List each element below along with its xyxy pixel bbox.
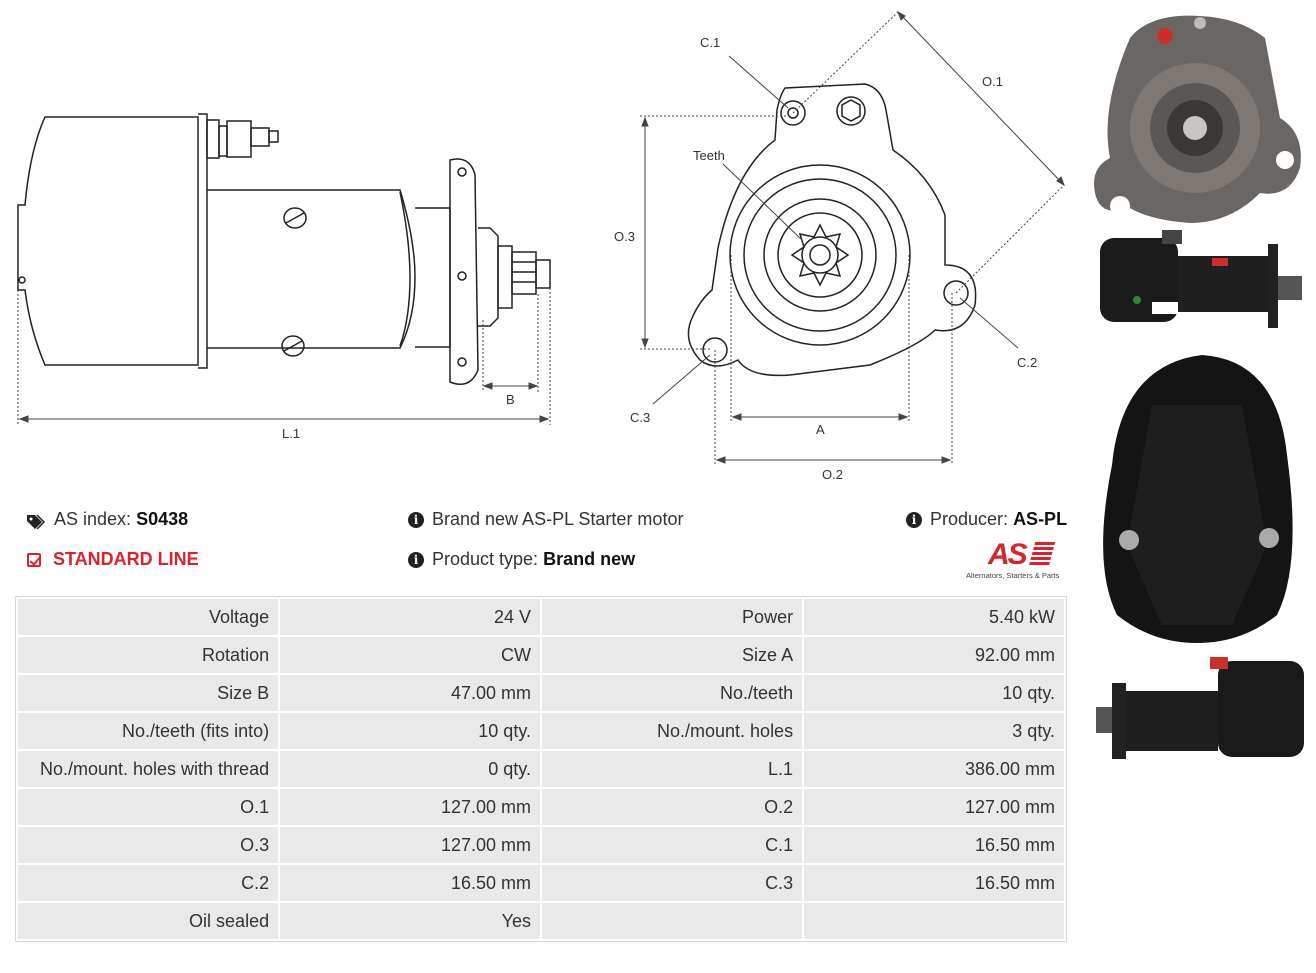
spec-value: 16.50 mm bbox=[804, 827, 1064, 863]
label-a: A bbox=[816, 422, 825, 437]
info-icon: i bbox=[408, 511, 424, 528]
spec-value bbox=[804, 903, 1064, 939]
label-o2: O.2 bbox=[822, 467, 843, 482]
as-index: AS index: S0438 bbox=[27, 509, 188, 530]
table-row: No./teeth (fits into)10 qty.No./mount. h… bbox=[18, 713, 1064, 749]
spec-label: C.2 bbox=[18, 865, 279, 901]
product-photo-rear bbox=[1103, 355, 1293, 643]
spec-label: O.3 bbox=[18, 827, 279, 863]
description: i Brand new AS-PL Starter motor bbox=[408, 509, 683, 530]
spec-value: 10 qty. bbox=[804, 675, 1064, 711]
spec-value: 127.00 mm bbox=[280, 789, 540, 825]
spec-value: 92.00 mm bbox=[804, 637, 1064, 673]
producer: i Producer: AS-PL bbox=[906, 509, 1067, 530]
spec-value: 3 qty. bbox=[804, 713, 1064, 749]
as-index-label: AS index: bbox=[54, 509, 132, 529]
spec-label: No./teeth (fits into) bbox=[18, 713, 279, 749]
product-photo-front bbox=[1094, 15, 1301, 223]
label-o1: O.1 bbox=[982, 74, 1003, 89]
spec-label: No./mount. holes bbox=[541, 713, 803, 749]
spec-label: O.2 bbox=[541, 789, 803, 825]
spec-label: L.1 bbox=[541, 751, 803, 787]
producer-value: AS-PL bbox=[1013, 509, 1068, 529]
product-type-label: Product type: bbox=[432, 549, 539, 569]
as-index-value: S0438 bbox=[136, 509, 189, 529]
spec-value: 127.00 mm bbox=[280, 827, 540, 863]
spec-label: Size B bbox=[18, 675, 279, 711]
checkbox-icon bbox=[27, 552, 41, 567]
label-c1: C.1 bbox=[700, 35, 720, 50]
standard-line: STANDARD LINE bbox=[27, 549, 199, 570]
spec-value: 47.00 mm bbox=[280, 675, 540, 711]
technical-drawing: L.1 B bbox=[17, 10, 1065, 482]
standard-line-label: STANDARD LINE bbox=[53, 549, 199, 569]
spec-label: Size A bbox=[541, 637, 803, 673]
spec-value: CW bbox=[280, 637, 540, 673]
as-pl-logo: AS Alternators, Starters & Parts bbox=[966, 538, 1066, 585]
label-c3: C.3 bbox=[630, 410, 650, 425]
spec-label bbox=[541, 903, 803, 939]
logo-tagline: Alternators, Starters & Parts bbox=[966, 571, 1060, 580]
product-photo-side-alt bbox=[1096, 657, 1304, 759]
spec-value: Yes bbox=[280, 903, 540, 939]
spec-value: 5.40 kW bbox=[804, 599, 1064, 635]
tag-icon bbox=[27, 513, 46, 530]
spec-label: C.3 bbox=[541, 865, 803, 901]
label-o3: O.3 bbox=[614, 229, 635, 244]
spec-label: C.1 bbox=[541, 827, 803, 863]
spec-value: 24 V bbox=[280, 599, 540, 635]
description-text: Brand new AS-PL Starter motor bbox=[432, 509, 684, 529]
spec-value: 386.00 mm bbox=[804, 751, 1064, 787]
spec-value: 127.00 mm bbox=[804, 789, 1064, 825]
spec-label: O.1 bbox=[18, 789, 279, 825]
product-type-value: Brand new bbox=[543, 549, 636, 569]
product-type: i Product type: Brand new bbox=[408, 549, 635, 570]
label-teeth: Teeth bbox=[693, 148, 725, 163]
spec-label: No./mount. holes with thread bbox=[18, 751, 279, 787]
spec-label: Rotation bbox=[18, 637, 279, 673]
spec-value: 10 qty. bbox=[280, 713, 540, 749]
spec-value: 0 qty. bbox=[280, 751, 540, 787]
product-photo-side bbox=[1100, 230, 1302, 328]
logo-mark: AS bbox=[988, 538, 1028, 571]
spec-label: Voltage bbox=[18, 599, 279, 635]
info-icon: i bbox=[408, 551, 424, 568]
spec-label: Oil sealed bbox=[18, 903, 279, 939]
spec-label: Power bbox=[541, 599, 803, 635]
producer-label: Producer: bbox=[930, 509, 1009, 529]
spec-label: No./teeth bbox=[541, 675, 803, 711]
label-l1: L.1 bbox=[282, 426, 300, 441]
spec-value: 16.50 mm bbox=[280, 865, 540, 901]
label-b: B bbox=[506, 392, 515, 407]
spec-value: 16.50 mm bbox=[804, 865, 1064, 901]
label-c2: C.2 bbox=[1017, 355, 1037, 370]
logo-stripes bbox=[1028, 542, 1056, 566]
info-icon: i bbox=[906, 511, 922, 528]
